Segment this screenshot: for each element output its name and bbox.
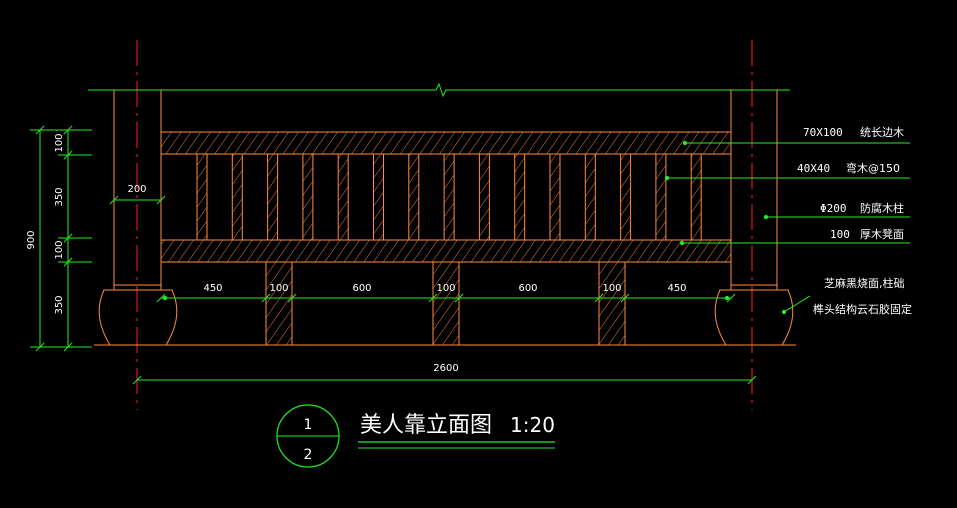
slat (620, 153, 632, 241)
dim-label-total-width: 2600 (433, 363, 458, 374)
drawing-title: 美人靠立面图 (360, 413, 492, 438)
dim-label: 100 (436, 283, 455, 294)
seat-board (160, 239, 732, 263)
title-block: 1 2 美人靠立面图 1:20 (276, 404, 555, 468)
dim-label: 100 (54, 133, 65, 152)
dim-label: 450 (667, 283, 686, 294)
detail-number-top: 1 (304, 417, 313, 433)
note-line-1: 芝麻黑烧面,柱础 (824, 276, 905, 290)
slat (231, 153, 243, 241)
top-rail (160, 131, 732, 155)
slat (584, 153, 596, 241)
note-line-2: 榫头结构云石胶固定 (813, 302, 912, 316)
total-width-dimension (132, 375, 757, 385)
dim-label: 100 (54, 240, 65, 259)
break-line (88, 82, 790, 98)
slat (514, 153, 526, 241)
slat (196, 153, 208, 241)
dim-label: 350 (54, 295, 65, 314)
detail-number-bottom: 2 (304, 447, 313, 463)
slat (443, 153, 455, 241)
slat (337, 153, 349, 241)
label-code: 100 (830, 228, 850, 241)
seat-leg (432, 261, 460, 346)
dim-label-total-height: 900 (26, 230, 37, 249)
dim-label: 100 (269, 283, 288, 294)
bottom-dimension-labels: 450 100 600 100 600 100 450 (203, 283, 686, 294)
slat (373, 153, 384, 241)
slat (478, 153, 490, 241)
label-text: 防腐木柱 (860, 201, 904, 215)
dim-label: 350 (54, 187, 65, 206)
dim-label: 600 (518, 283, 537, 294)
left-dimension (30, 125, 92, 352)
slat (408, 153, 420, 241)
dim-label: 100 (602, 283, 621, 294)
dim-label: 450 (203, 283, 222, 294)
seat-leg (265, 261, 293, 346)
slats (196, 153, 702, 241)
label-code: 40X40 (797, 162, 830, 175)
callout-labels: 70X100 统长边木 40X40 弯木@150 Φ200 防腐木柱 100 厚… (797, 126, 912, 316)
slat (549, 153, 561, 241)
label-code: Φ200 (820, 202, 847, 215)
dim-label-post-width: 200 (127, 184, 146, 195)
slat (655, 153, 667, 241)
label-code: 70X100 (803, 126, 843, 139)
callout-leaders (162, 140, 910, 315)
slat (302, 153, 314, 241)
dim-label: 600 (352, 283, 371, 294)
post-width-dimension (109, 195, 166, 205)
slat (690, 153, 702, 241)
label-text: 弯木@150 (846, 161, 900, 175)
post-right (730, 90, 778, 290)
left-dimension-labels: 100 350 100 350 900 (26, 133, 65, 314)
bottom-dimension (156, 293, 736, 303)
drawing-scale: 1:20 (510, 413, 555, 437)
label-text: 统长边木 (860, 126, 904, 139)
label-text: 厚木凳面 (860, 227, 904, 241)
seat-legs (265, 261, 626, 346)
axis-lines (136, 40, 753, 410)
seat-leg (598, 261, 626, 346)
slat (267, 153, 279, 241)
